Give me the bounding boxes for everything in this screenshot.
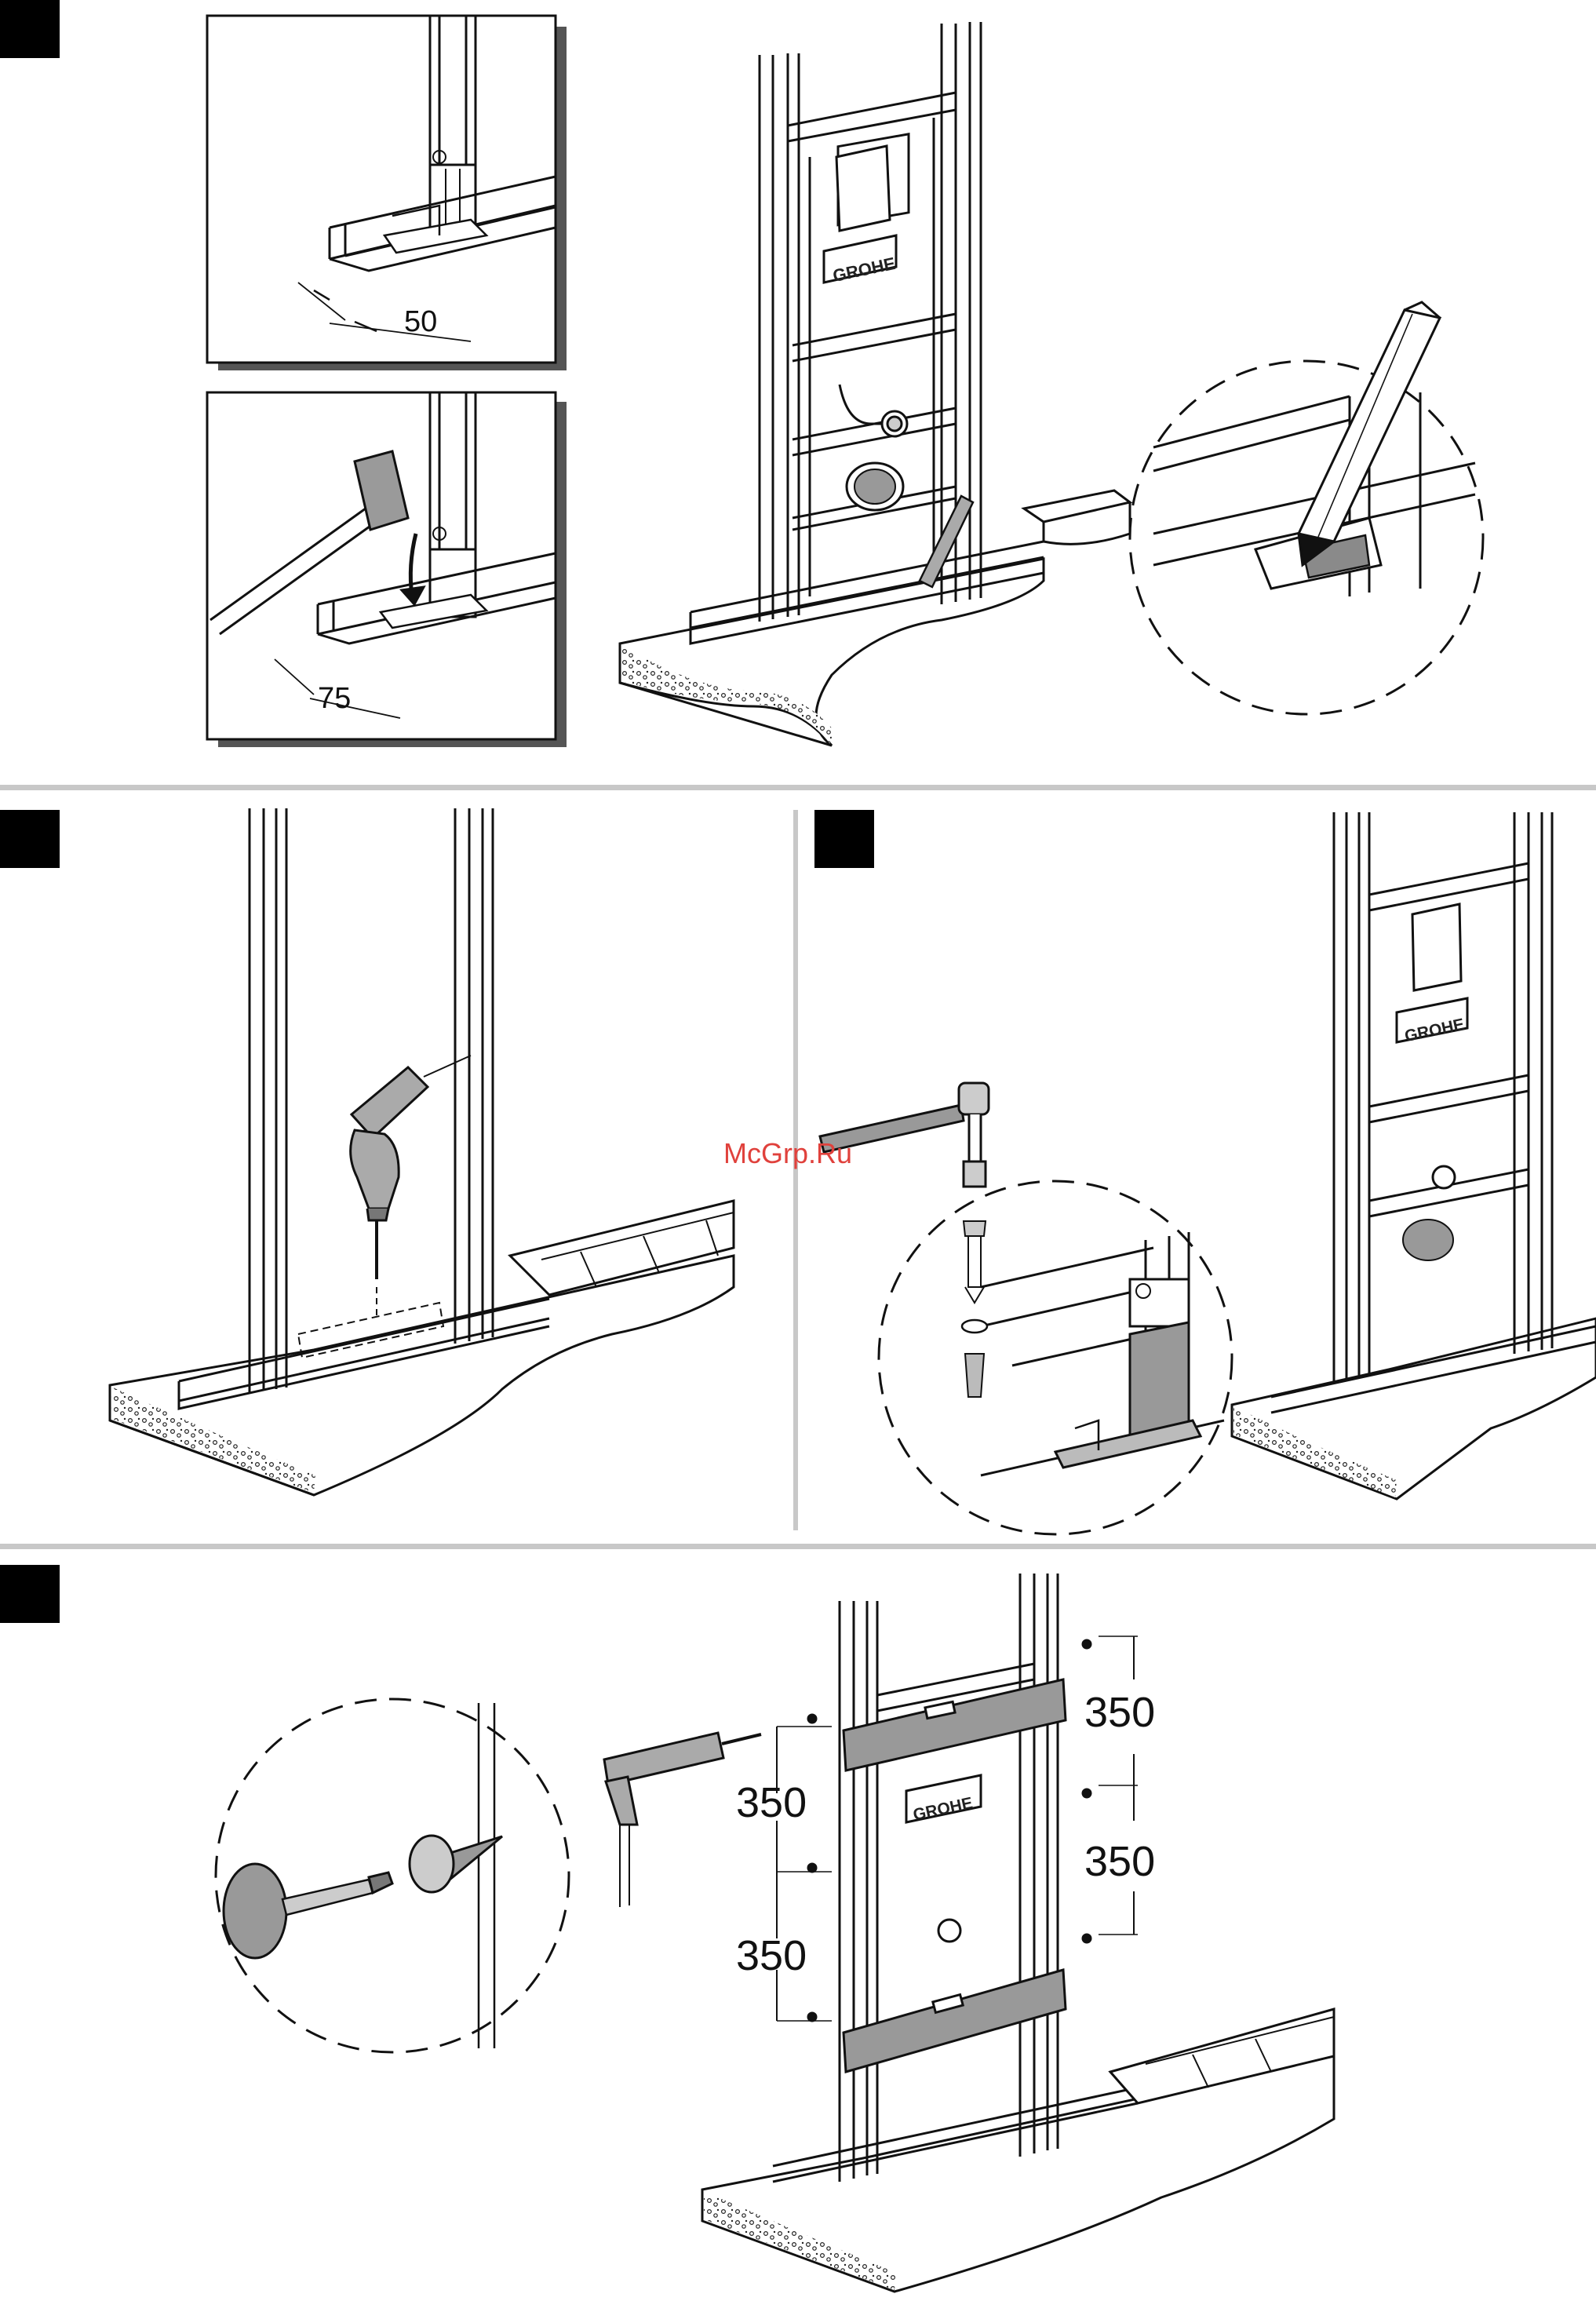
dimension-label-350-right-upper: 350 (1084, 1689, 1155, 1736)
step-marker-4 (0, 1565, 60, 1623)
frame-step-1: GROHE (620, 22, 1130, 746)
frame-step-3: GROHE (820, 812, 1596, 1534)
dimension-label-350-left-lower: 350 (736, 1932, 807, 1979)
watermark-text: McGrp.Ru (723, 1137, 852, 1169)
inset-panel-50 (207, 16, 567, 370)
separator-top (0, 785, 1596, 790)
frame-step-2 (110, 808, 734, 1495)
detail-circle-pencil (1130, 302, 1483, 714)
inset-panel-75 (207, 392, 567, 747)
dimension-label-350-left-upper: 350 (736, 1779, 807, 1826)
dimension-label-75: 75 (318, 682, 351, 715)
dimension-label-50: 50 (404, 305, 437, 338)
dimension-label-350-right-lower: 350 (1084, 1838, 1155, 1885)
step-marker-3 (814, 810, 874, 868)
step-marker-1 (0, 0, 60, 58)
separator-vertical (793, 810, 798, 1530)
step-marker-2 (0, 810, 60, 868)
separator-middle (0, 1544, 1596, 1549)
